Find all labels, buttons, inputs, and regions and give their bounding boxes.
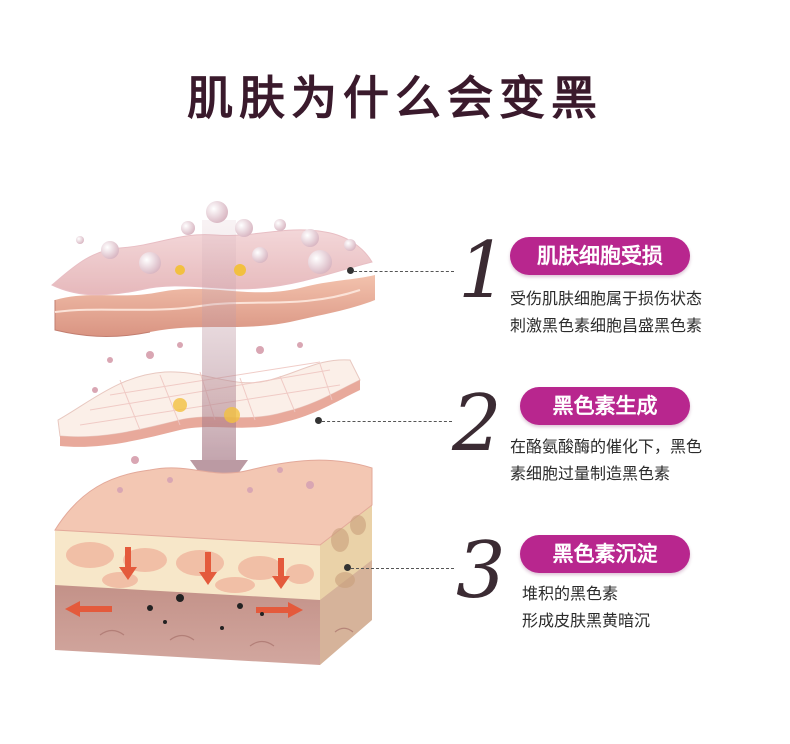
- step-number-2: 2: [452, 379, 502, 469]
- leader-dot-2: [315, 417, 322, 424]
- step-desc-2: 在酪氨酸酶的催化下，黑色 素细胞过量制造黑色素: [510, 437, 703, 483]
- leader-line-2: [322, 421, 452, 422]
- step-label-2: 黑色素生成: [520, 387, 690, 425]
- layer-3-skin-block: [54, 459, 373, 665]
- step-desc-3: 堆积的黑色素 形成皮肤黑黄暗沉: [522, 584, 651, 630]
- step-label-1: 肌肤细胞受损: [510, 237, 690, 275]
- leader-dot-1: [347, 267, 354, 274]
- leader-line-1: [354, 271, 454, 272]
- bubbles: [76, 201, 356, 493]
- step-number-1: 1: [458, 226, 508, 316]
- leader-dot-3: [344, 564, 351, 571]
- step-desc-1: 受伤肌肤细胞属于损伤状态 刺激黑色素细胞昌盛黑色素: [510, 289, 703, 335]
- step-label-3: 黑色素沉淀: [520, 535, 690, 573]
- page-title: 肌肤为什么会变黑: [187, 71, 603, 125]
- leader-line-3: [351, 568, 454, 569]
- step-number-3: 3: [456, 526, 506, 616]
